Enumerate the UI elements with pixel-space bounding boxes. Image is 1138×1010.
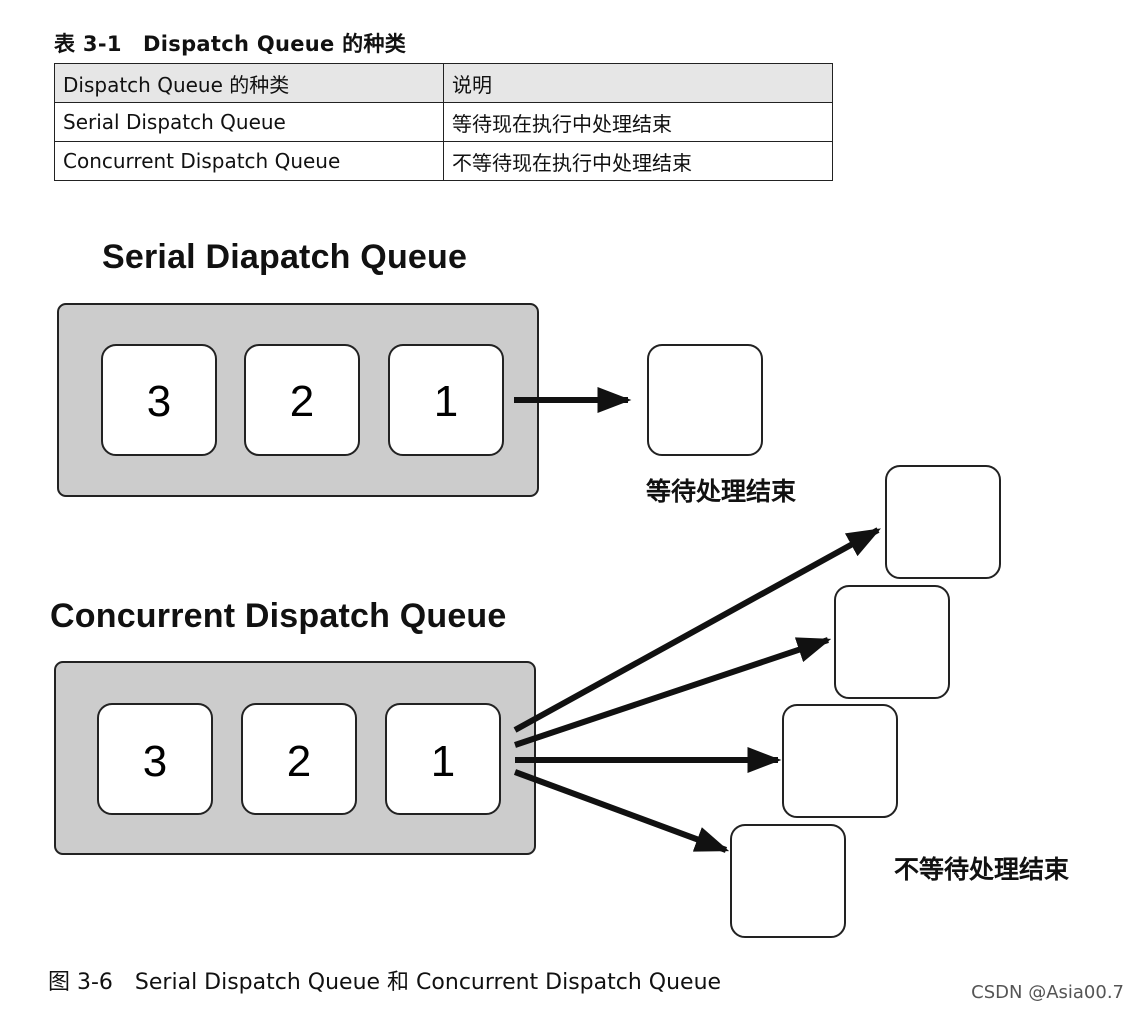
concurrent-arrow [513, 527, 881, 733]
table-title: 表 3-1 Dispatch Queue 的种类 [54, 32, 407, 56]
table-header-desc: 说明 [443, 63, 833, 103]
table-cell: 等待现在执行中处理结束 [443, 102, 833, 142]
concurrent-task-label: 1 [431, 737, 455, 786]
table-cell: 不等待现在执行中处理结束 [443, 141, 833, 181]
concurrent-arrow [513, 769, 730, 853]
concurrent-running-task [782, 704, 898, 818]
queue-kinds-table: Dispatch Queue 的种类 说明 Serial Dispatch Qu… [54, 63, 833, 181]
concurrent-heading: Concurrent Dispatch Queue [50, 597, 507, 635]
serial-task-1 [388, 344, 504, 456]
concurrent-task-3 [97, 703, 213, 815]
concurrent-task-2 [241, 703, 357, 815]
watermark: CSDN @Asia00.7 [971, 982, 1124, 1003]
serial-heading: Serial Diapatch Queue [102, 238, 468, 276]
serial-task-label: 3 [147, 377, 171, 426]
concurrent-task-label: 2 [287, 737, 311, 786]
serial-note: 等待处理结束 [646, 477, 797, 506]
concurrent-running-task [834, 585, 950, 699]
table-header-kind: Dispatch Queue 的种类 [54, 63, 444, 103]
table-header-row: Dispatch Queue 的种类 说明 [54, 63, 833, 103]
serial-task-label: 2 [290, 377, 314, 426]
serial-task-3 [101, 344, 217, 456]
concurrent-arrow [514, 637, 832, 748]
concurrent-task-label: 3 [143, 737, 167, 786]
concurrent-running-task [730, 824, 846, 938]
concurrent-task-1 [385, 703, 501, 815]
serial-task-label: 1 [434, 377, 458, 426]
serial-waiting-task [647, 344, 763, 456]
concurrent-note: 不等待处理结束 [894, 855, 1070, 884]
serial-task-2 [244, 344, 360, 456]
figure-caption: 图 3-6 Serial Dispatch Queue 和 Concurrent… [48, 970, 722, 995]
table-row: Concurrent Dispatch Queue 不等待现在执行中处理结束 [54, 141, 833, 181]
concurrent-running-task [885, 465, 1001, 579]
